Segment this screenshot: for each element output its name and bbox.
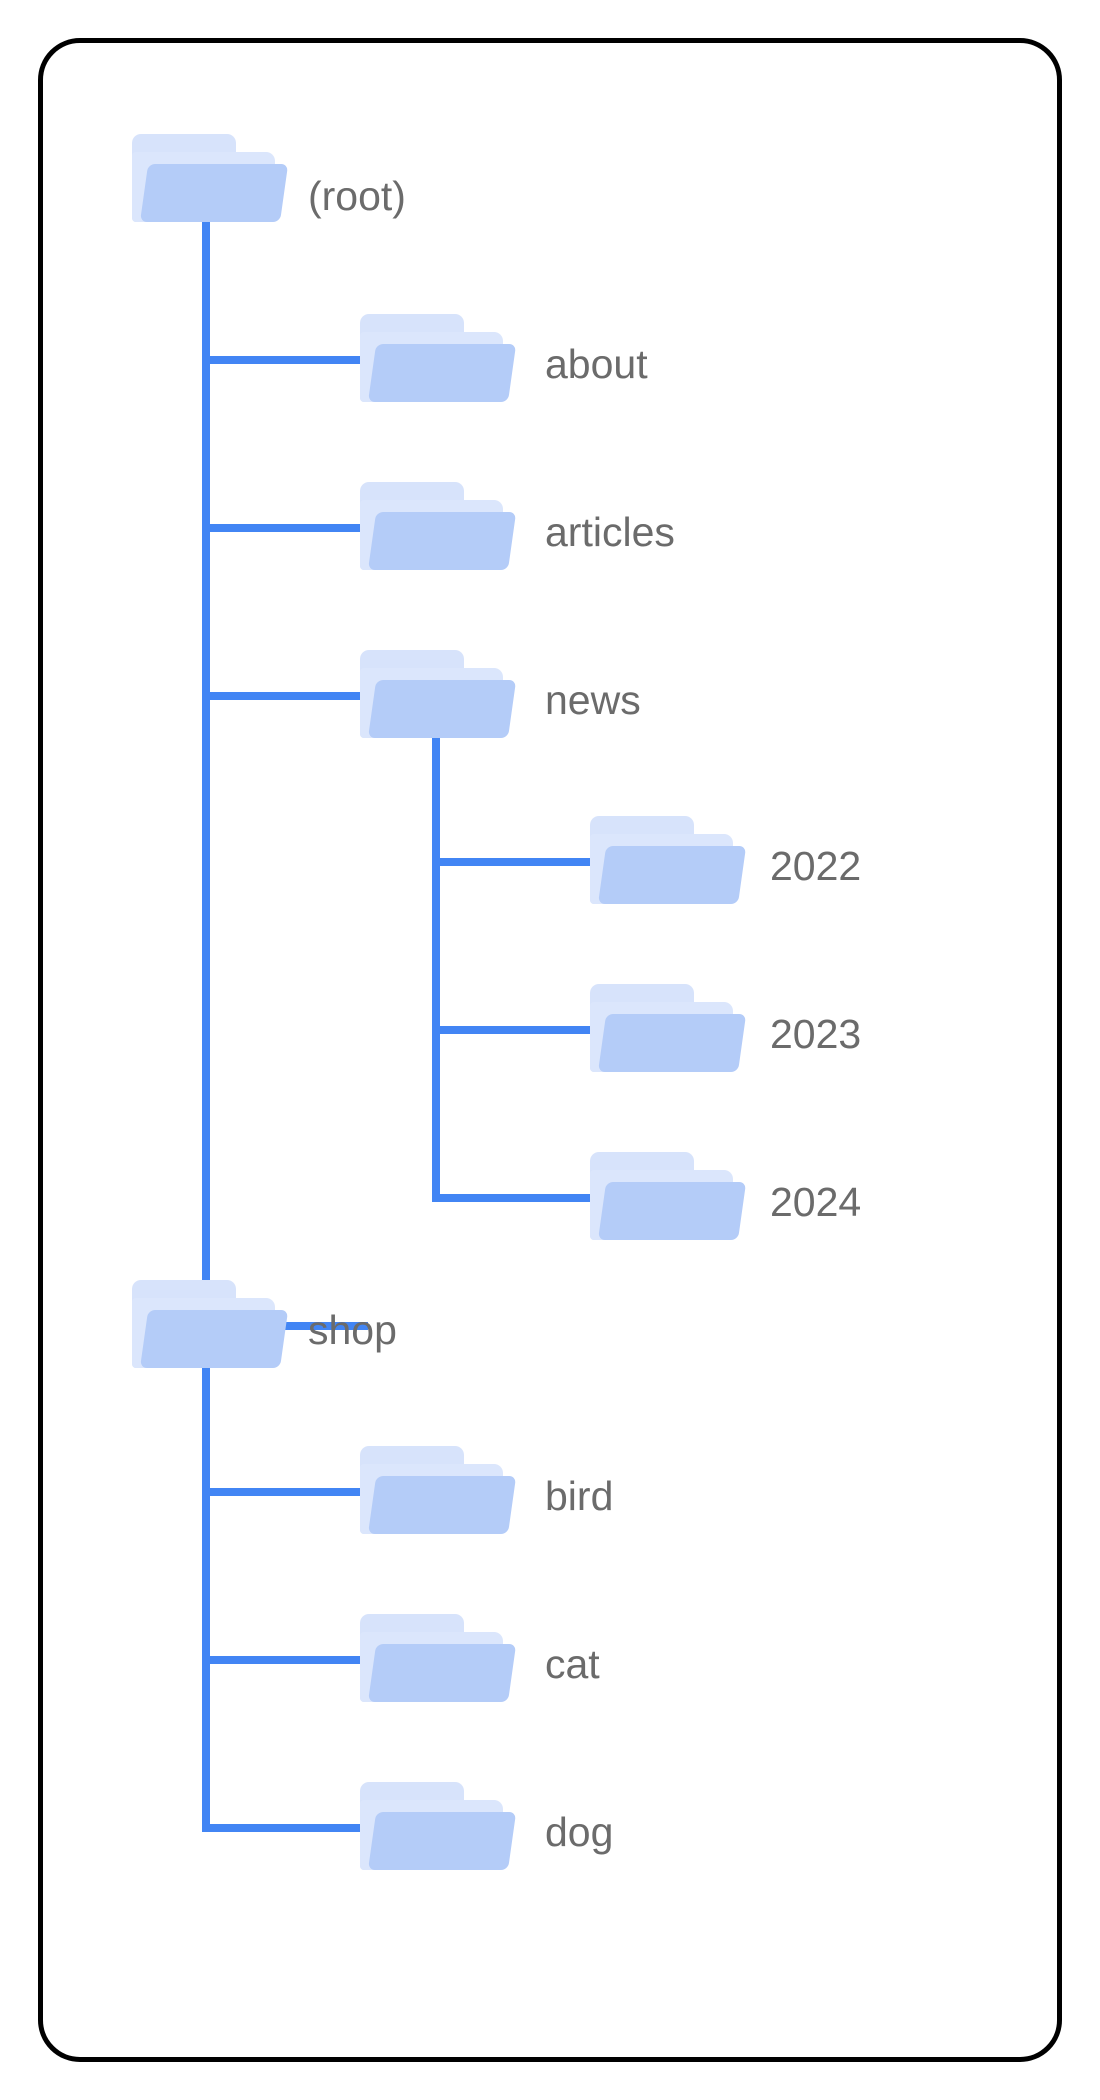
folder-front-panel [368,1476,517,1534]
connector-trunk-shop [202,1362,210,1832]
folder-front-panel [598,1182,747,1240]
folder-front-panel [368,680,517,738]
folder-icon-shop[interactable] [132,1272,289,1368]
folder-icon-dog[interactable] [360,1774,517,1870]
folder-front-panel [368,344,517,402]
connector-root-articles [202,524,368,532]
node-label-news-2023: 2023 [770,1011,862,1057]
connector-root-news [202,692,368,700]
folder-front-panel [140,164,289,222]
connector-trunk-news [432,732,440,1202]
node-label-news-2024: 2024 [770,1179,862,1225]
folder-icon-news[interactable] [360,642,517,738]
node-label-dog: dog [545,1809,614,1855]
folder-icon-bird[interactable] [360,1438,517,1534]
node-label-root: (root) [308,173,406,219]
connector-news-2023 [432,1026,598,1034]
node-label-bird: bird [545,1473,614,1519]
folder-front-panel [368,512,517,570]
node-label-articles: articles [545,509,675,555]
node-label-shop: shop [308,1307,397,1353]
folder-front-panel [368,1644,517,1702]
folder-front-panel [598,846,747,904]
folder-icon-root[interactable] [132,126,289,222]
connector-shop-dog [202,1824,368,1832]
node-label-about: about [545,341,648,387]
connector-shop-cat [202,1656,368,1664]
connector-news-2024 [432,1194,598,1202]
connector-news-2022 [432,858,598,866]
folder-front-panel [140,1310,289,1368]
folder-icon-articles[interactable] [360,474,517,570]
connector-shop-bird [202,1488,368,1496]
node-label-news-2022: 2022 [770,843,862,889]
connector-root-about [202,356,368,364]
folder-icon-news-2022[interactable] [590,808,747,904]
node-label-cat: cat [545,1641,600,1687]
node-label-news: news [545,677,641,723]
folder-icon-news-2024[interactable] [590,1144,747,1240]
connector-trunk-root [202,178,210,1330]
folder-icon-about[interactable] [360,306,517,402]
folder-front-panel [368,1812,517,1870]
folder-icon-cat[interactable] [360,1606,517,1702]
folder-icon-news-2023[interactable] [590,976,747,1072]
folder-front-panel [598,1014,747,1072]
